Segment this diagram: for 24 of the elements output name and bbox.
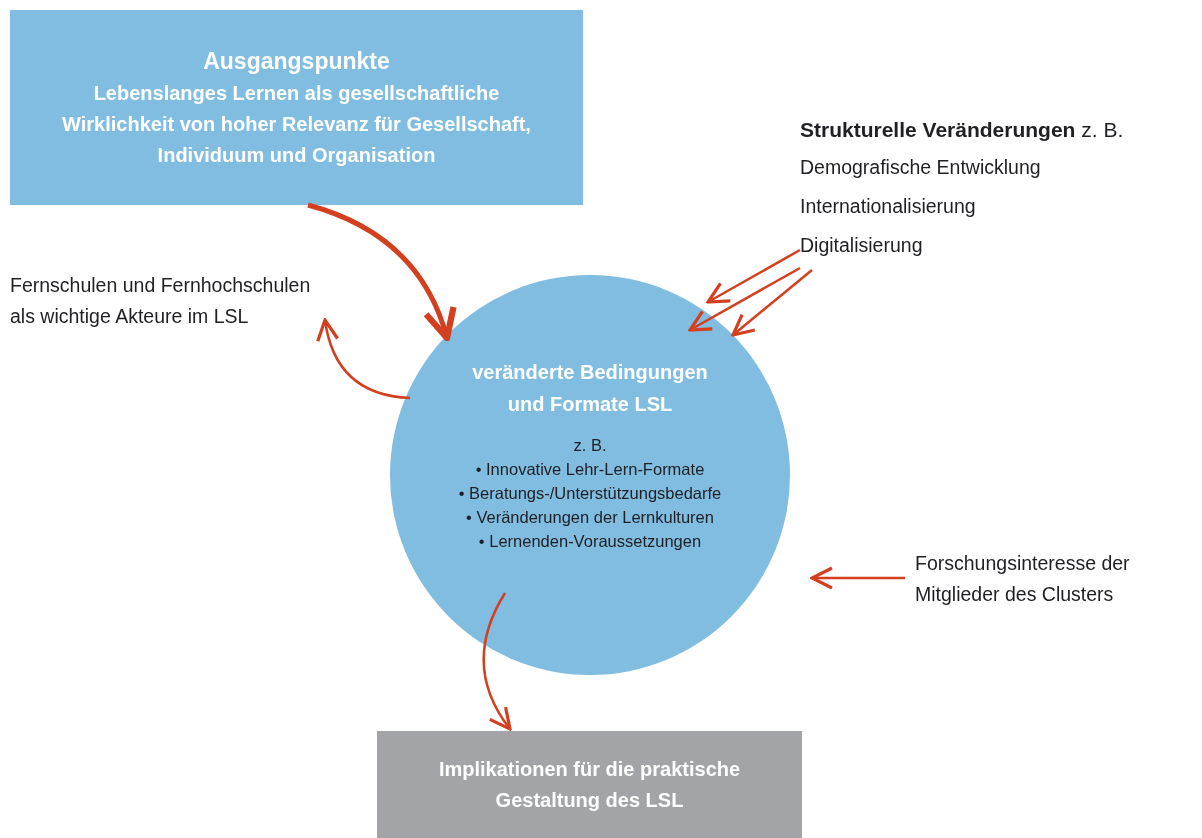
label-text: • Beratungs-/Unterstützungsbedarfe [458, 483, 722, 505]
label-text: Forschungsinteresse der Mitglieder des Clusters [915, 551, 1131, 608]
label-text: Fernschulen und Fernhochschulen als wichtige Akteure im LSL [10, 273, 312, 330]
heading-box [10, 10, 583, 205]
arrow [307, 202, 456, 342]
heading-text: veränderte Bedingungen und Formate LSL [471, 360, 709, 418]
arrow [810, 566, 905, 590]
label-text: Internationalisierung [800, 193, 977, 219]
arrow [482, 592, 512, 731]
result-box [377, 731, 802, 838]
label-text: Lebenslanges Lernen als gesellschaftliche Wirklichkeit von hoher Relevanz für Gesellschaft, Individuum und Organisation [61, 81, 532, 169]
arrow [688, 266, 801, 332]
label-text: • Veränderungen der Lernkulturen [466, 506, 714, 528]
label-text: Strukturelle Veränderungen z. B. [800, 117, 1125, 143]
label-text: • Innovative Lehr-Lern-Formate [475, 459, 705, 481]
label-text: • Lernenden-Voraussetzungen [478, 530, 702, 552]
arrow [706, 248, 801, 304]
label-text: z. B. [573, 435, 607, 457]
label-text: Demografische Entwicklung [800, 154, 1042, 180]
heading-text: Implikationen für die praktische Gestaltung des LSL [437, 756, 742, 813]
arrow [317, 318, 411, 400]
heading-text: Ausgangspunkte [203, 46, 390, 76]
label-text: Digitalisierung [800, 232, 924, 258]
arrow [731, 269, 813, 337]
